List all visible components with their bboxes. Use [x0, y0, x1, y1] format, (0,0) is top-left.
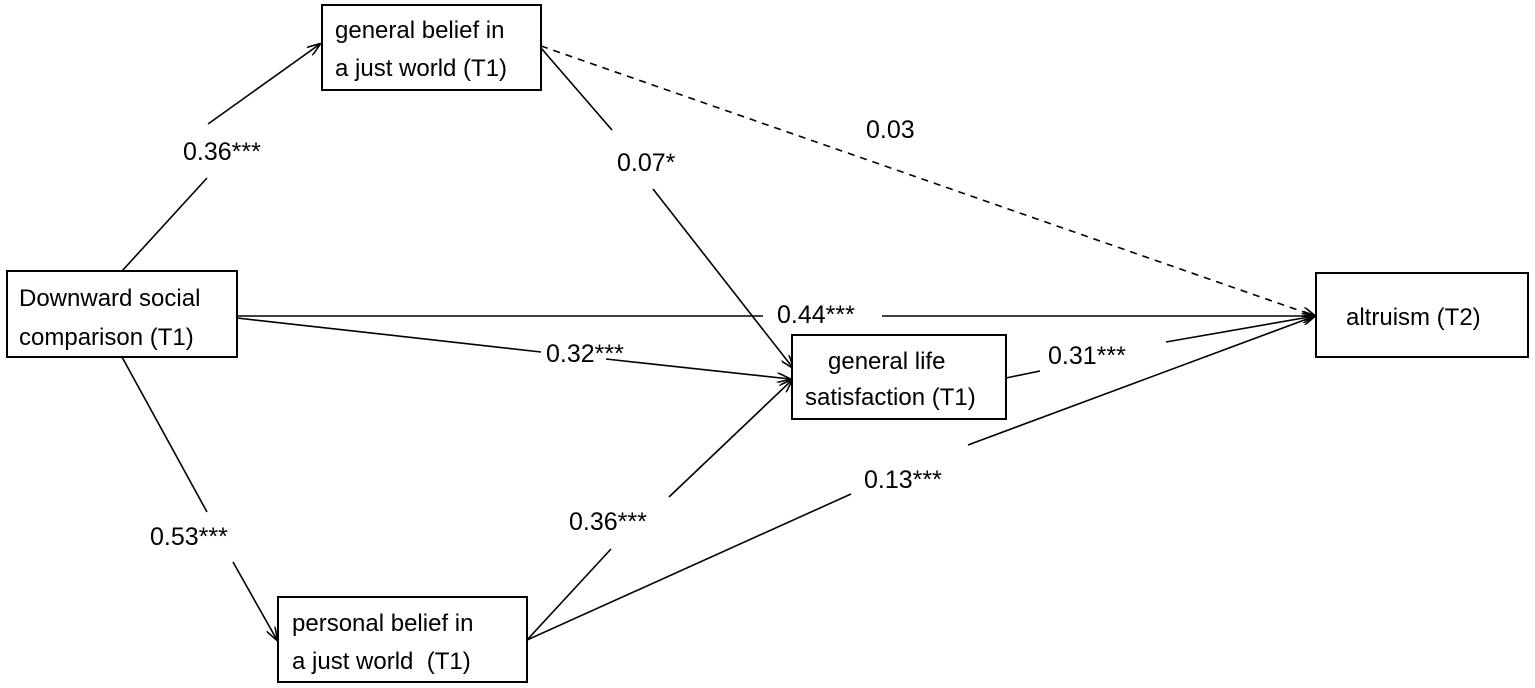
coef-gls-to-alt: 0.31***	[1048, 342, 1126, 370]
path-gbjw-to-gls	[540, 47, 613, 131]
path-gls-to-alt-head	[1165, 316, 1315, 343]
path-dsc-to-gls-head	[605, 358, 790, 379]
node-gbjw-line2: a just world (T1)	[335, 55, 507, 82]
path-gls-to-alt	[1005, 370, 1041, 379]
path-dsc-to-pbjw	[121, 356, 208, 513]
coef-gbjw-to-gls: 0.07*	[617, 149, 676, 177]
node-general-belief-just-world: general belief in a just world (T1)	[321, 4, 542, 91]
path-dsc-to-gls	[236, 317, 542, 353]
node-pbjw-line2: a just world (T1)	[292, 648, 471, 675]
coef-dsc-to-gbjw: 0.36***	[183, 138, 261, 166]
node-alt-line1: altruism (T2)	[1346, 304, 1481, 331]
path-gbjw-to-alt	[540, 45, 1315, 316]
coef-dsc-to-alt: 0.44***	[777, 301, 855, 329]
node-personal-belief-just-world: personal belief in a just world (T1)	[277, 596, 528, 683]
path-gbjw-to-gls-head	[652, 188, 793, 368]
coef-pbjw-to-gls: 0.36***	[569, 508, 647, 536]
path-pbjw-to-gls	[526, 548, 612, 641]
node-pbjw-line1: personal belief in	[292, 610, 473, 637]
node-general-life-satisfaction: general life satisfaction (T1)	[791, 334, 1007, 420]
node-gls-line1: general life	[828, 348, 945, 375]
path-dsc-to-gbjw	[121, 177, 208, 272]
node-dsc-line2: comparison (T1)	[19, 324, 194, 351]
path-dsc-to-pbjw-head	[232, 561, 277, 640]
coef-dsc-to-gls: 0.32***	[546, 340, 624, 368]
node-gls-line2: satisfaction (T1)	[805, 384, 976, 411]
coef-pbjw-to-alt: 0.13***	[864, 466, 942, 494]
node-altruism: altruism (T2)	[1315, 272, 1529, 358]
node-gbjw-line1: general belief in	[335, 17, 504, 44]
coef-dsc-to-pbjw: 0.53***	[150, 523, 228, 551]
path-pbjw-to-alt	[526, 493, 852, 641]
coef-gbjw-to-alt: 0.03	[866, 116, 915, 144]
path-dsc-to-gbjw-head	[207, 44, 320, 125]
path-pbjw-to-gls-head	[668, 380, 792, 498]
node-downward-social-comparison: Downward social comparison (T1)	[6, 270, 238, 358]
node-dsc-line1: Downward social	[19, 285, 200, 312]
path-pbjw-to-alt-head	[967, 316, 1315, 446]
